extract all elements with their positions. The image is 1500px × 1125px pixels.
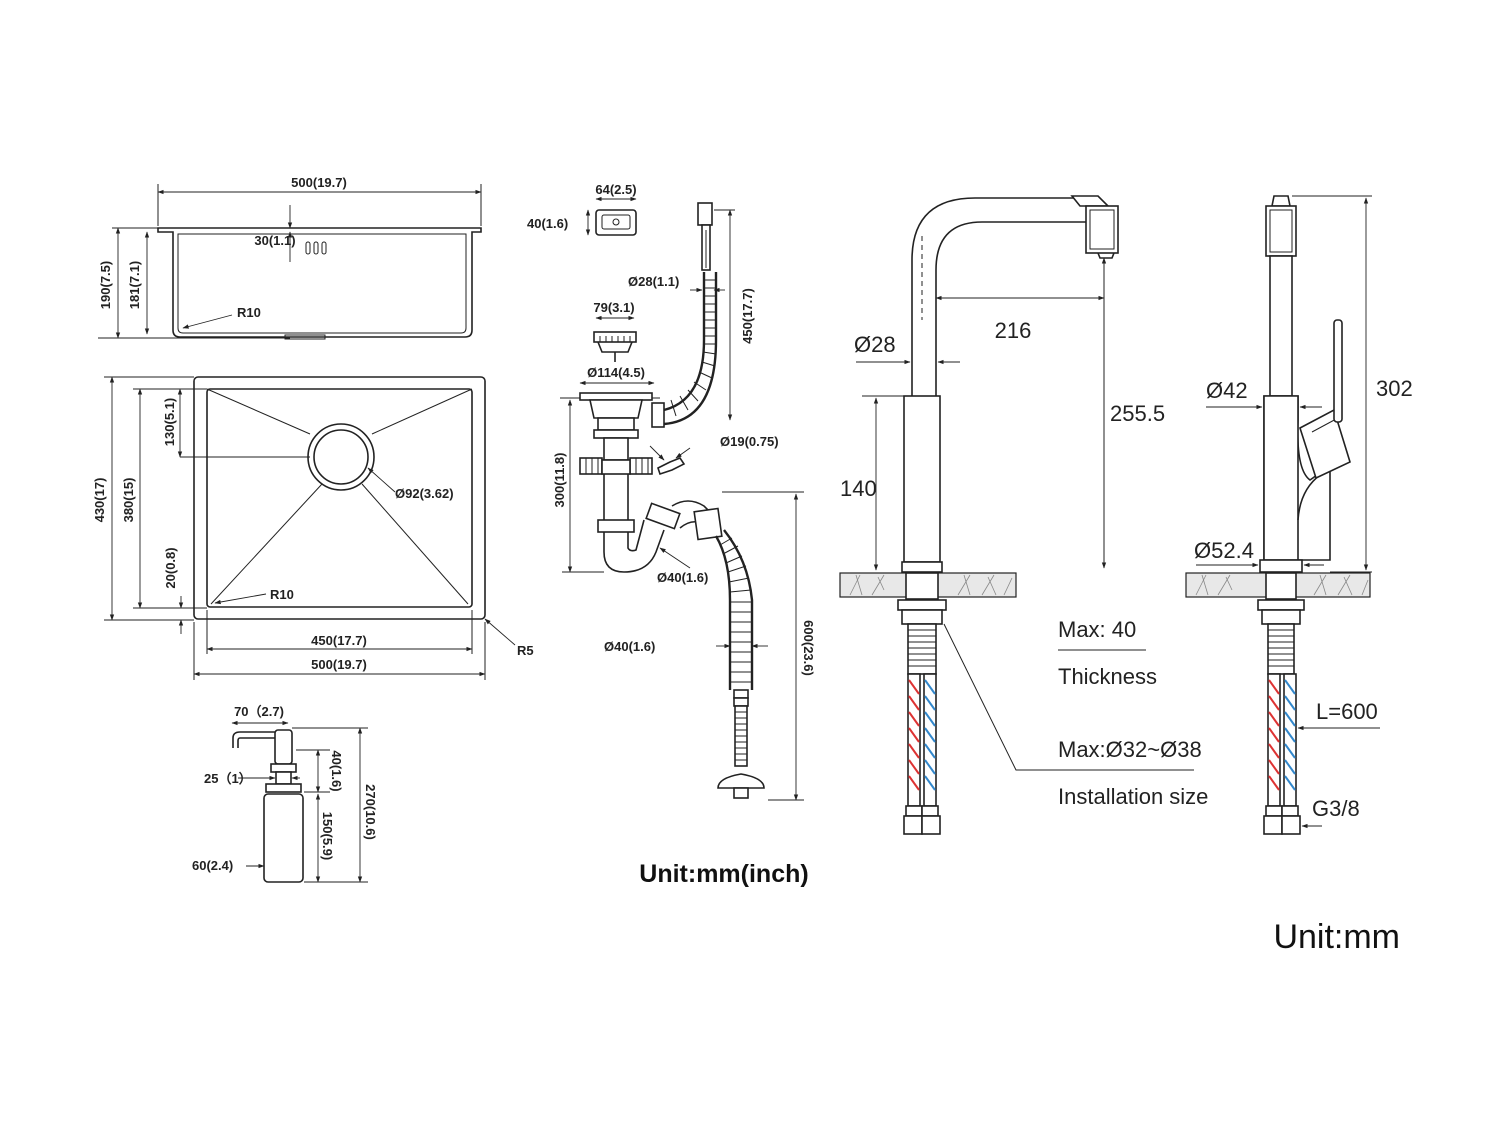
trap-height: 300(11.8) xyxy=(552,453,567,508)
outlet-ribs xyxy=(719,537,752,683)
drain-assembly: 64(2.5) 40(1.6) 450(17.7) Ø28(1.1) 7 xyxy=(527,182,816,801)
overflow-height: 40(1.6) xyxy=(527,216,568,231)
sink-height-inner: 181(7.1) xyxy=(127,261,142,309)
sink-height-outer: 190(7.5) xyxy=(98,261,113,309)
max-thickness: Max: 40 xyxy=(1058,617,1136,642)
cold-hose-side xyxy=(1284,679,1296,791)
outer-radius-label: R5 xyxy=(517,643,534,658)
bottle-dia: 60(2.4) xyxy=(192,858,233,873)
faucet-height: 255.5 xyxy=(1110,401,1165,426)
overflow-slots xyxy=(305,241,327,255)
unit-inch-label: Unit:mm(inch) xyxy=(639,860,808,888)
counter-hatch-side xyxy=(1195,574,1369,596)
body-height: 140 xyxy=(840,476,877,501)
side-radius-label: R10 xyxy=(237,305,261,320)
side-total-height: 302 xyxy=(1376,376,1413,401)
dispenser-total-height: 270(10.6) xyxy=(363,784,378,840)
dispenser-neck: 25（1） xyxy=(204,771,252,786)
outer-width-label: 500(19.7) xyxy=(311,657,367,672)
sink-top-view: 130(5.1) Ø92(3.62) 430(17) 380(15) 20(0.… xyxy=(92,376,534,680)
inner-radius-label: R10 xyxy=(270,587,294,602)
sink-side-view: 500(19.7) 30(1.1) 190(7.5) 181(7.1) R10 xyxy=(98,175,482,340)
hose-ribs xyxy=(670,279,717,417)
hose-length: 450(17.7) xyxy=(740,288,755,344)
hot-hose-side xyxy=(1268,679,1280,791)
body-dia: Ø42 xyxy=(1206,378,1248,403)
thickness-label: Thickness xyxy=(1058,664,1157,689)
inner-width-label: 450(17.7) xyxy=(311,633,367,648)
trap-pipe-dia: Ø40(1.6) xyxy=(657,570,708,585)
drain-dia-label: Ø92(3.62) xyxy=(395,486,454,501)
shank-thread-front xyxy=(908,629,936,667)
faucet-side-view: Ø42 302 Ø52.4 L=600 G3/8 xyxy=(1185,195,1413,835)
shank-thread-side xyxy=(1268,629,1294,667)
counter-hatch-front xyxy=(849,574,1013,596)
cold-hose xyxy=(924,679,936,791)
flange-label: 30(1.1) xyxy=(254,233,295,248)
dispenser-top-width: 70（2.7) xyxy=(234,704,284,719)
max-hole: Max:Ø32~Ø38 xyxy=(1058,737,1202,762)
spout-pipe-dia: Ø28 xyxy=(854,332,896,357)
thread-size: G3/8 xyxy=(1312,796,1360,821)
edge-offset-label: 20(0.8) xyxy=(163,547,178,588)
drain-offset-label: 130(5.1) xyxy=(162,398,177,446)
sink-width-label: 500(19.7) xyxy=(291,175,347,190)
unit-mm-label: Unit:mm xyxy=(1273,918,1400,956)
faucet-front-view: 216 Ø28 255.5 140 Max: 40 Thickness Max:… xyxy=(839,195,1208,835)
basket-mesh xyxy=(599,336,631,342)
install-label: Installation size xyxy=(1058,784,1208,809)
hose-length-side: L=600 xyxy=(1316,699,1378,724)
outlet-dia: Ø40(1.6) xyxy=(604,639,655,654)
outlet-thread xyxy=(735,711,747,761)
sink-depth-outer: 430(17) xyxy=(92,478,107,523)
outlet-length: 600(23.6) xyxy=(801,620,816,676)
sink-depth-inner: 380(15) xyxy=(121,478,136,523)
basket-size: 79(3.1) xyxy=(593,300,634,315)
hot-hose xyxy=(908,679,920,791)
base-dia: Ø52.4 xyxy=(1194,538,1254,563)
bottle-height: 150(5.9) xyxy=(320,812,335,860)
soap-dispenser: 70（2.7) 25（1） 40(1.6) 150(5.9) 270(10.6)… xyxy=(192,704,378,883)
strainer-dia: Ø114(4.5) xyxy=(587,365,645,380)
branch-dia: Ø19(0.75) xyxy=(720,434,779,449)
overflow-width: 64(2.5) xyxy=(595,182,636,197)
spout-reach: 216 xyxy=(995,318,1032,343)
pump-height: 40(1.6) xyxy=(329,750,344,791)
hose-dia: Ø28(1.1) xyxy=(628,274,679,289)
